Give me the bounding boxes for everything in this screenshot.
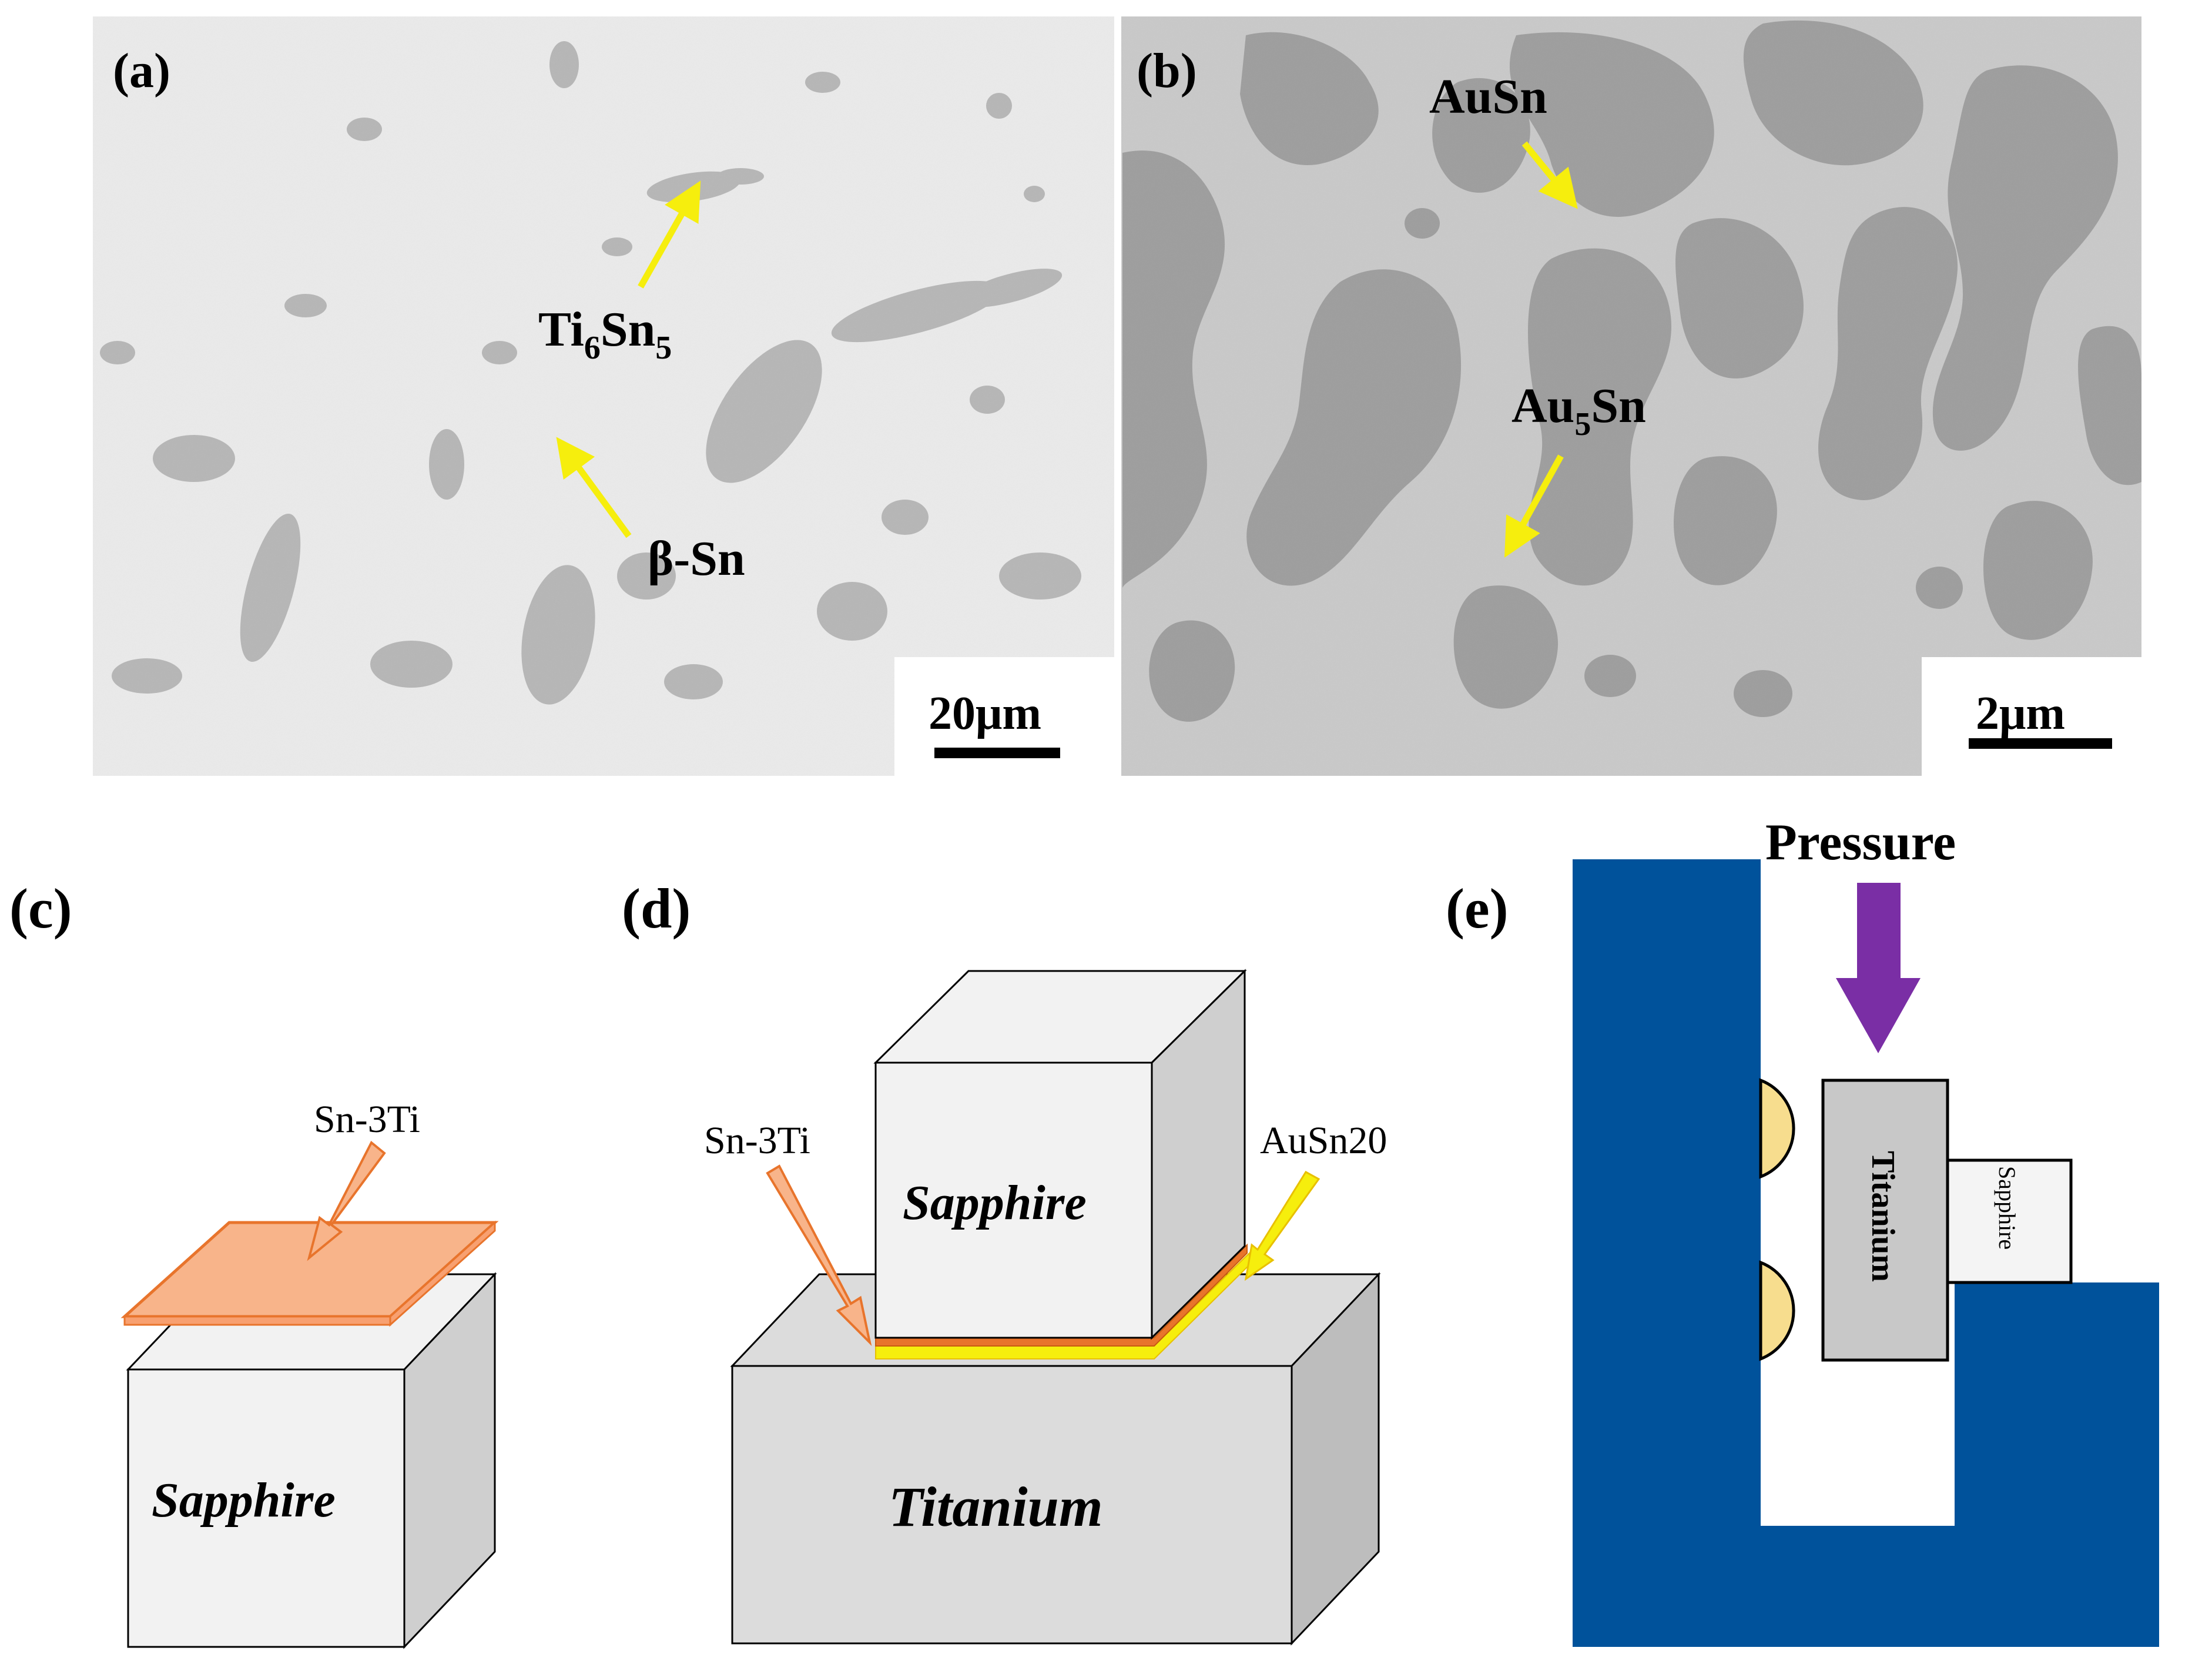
panel-d-tag: (d)	[622, 877, 691, 940]
sn3ti-arrow-d	[766, 1164, 872, 1347]
sn3ti-arrow-c	[307, 1140, 386, 1261]
panel-a-tag: (a)	[113, 43, 170, 98]
arrow-au5sn	[1504, 454, 1564, 558]
panel-c-tag: (c)	[9, 877, 72, 940]
ausn20-arrow-d	[1244, 1171, 1321, 1281]
pressure-arrow	[1836, 883, 1921, 1053]
titanium-label-d: Titanium	[889, 1475, 1103, 1538]
scale-bar-b	[1969, 738, 2112, 749]
label-ausn: AuSn	[1429, 69, 1547, 124]
panel-c: (c) Sapphire Sn-3Ti	[9, 877, 499, 1649]
scale-bar-a	[934, 748, 1060, 758]
arrow-ti6sn5	[638, 180, 701, 289]
panel-a: (a) Ti6Sn5 β-Sn 20μm	[93, 16, 1114, 776]
pressure-label: Pressure	[1765, 814, 1956, 871]
sn3ti-foil-c-side	[389, 1220, 496, 1327]
sn3ti-foil-c-edge	[123, 1315, 391, 1326]
sapphire-label-d: Sapphire	[903, 1176, 1087, 1230]
sem-texture	[93, 16, 1114, 776]
scale-label-a: 20μm	[929, 688, 1041, 739]
scale-box-b	[1922, 657, 2141, 776]
fixture	[1573, 859, 2159, 1647]
panel-e: (e) Pressure Titanium Sapphire	[1446, 814, 2159, 1647]
arrow-beta-sn	[556, 437, 632, 538]
solder-ball-top	[1759, 1078, 1795, 1179]
scale-label-b: 2μm	[1976, 688, 2065, 739]
label-ti6sn5: Ti6Sn5	[538, 302, 672, 366]
sapphire-cube-d-front	[874, 1061, 1153, 1339]
sapphire-label-e: Sapphire	[1994, 1166, 2020, 1250]
sn3ti-label-d: Sn-3Ti	[704, 1119, 810, 1162]
panel-b: (b) AuSn Au5Sn 2μm	[1121, 16, 2141, 776]
titanium-block-front	[731, 1365, 1293, 1645]
panel-d: (d) Titanium Sapphire Sn-3Ti AuSn20	[622, 877, 1387, 1646]
sapphire-cube-front	[127, 1368, 405, 1648]
panel-b-tag: (b)	[1137, 43, 1197, 98]
sapphire-label-c: Sapphire	[152, 1473, 336, 1528]
ausn20-label-d: AuSn20	[1260, 1119, 1387, 1162]
panel-e-tag: (e)	[1446, 877, 1509, 940]
solder-ball-bottom	[1759, 1260, 1795, 1361]
label-beta-sn: β-Sn	[648, 531, 745, 586]
sn3ti-label-c: Sn-3Ti	[314, 1098, 420, 1141]
sn3ti-layer	[875, 1243, 1248, 1347]
label-au5sn: Au5Sn	[1511, 379, 1646, 443]
sem-texture-b	[1121, 16, 2141, 776]
titanium-label-e: Titanium	[1865, 1151, 1901, 1282]
arrow-ausn	[1521, 141, 1578, 209]
sapphire-e	[1946, 1158, 2073, 1284]
